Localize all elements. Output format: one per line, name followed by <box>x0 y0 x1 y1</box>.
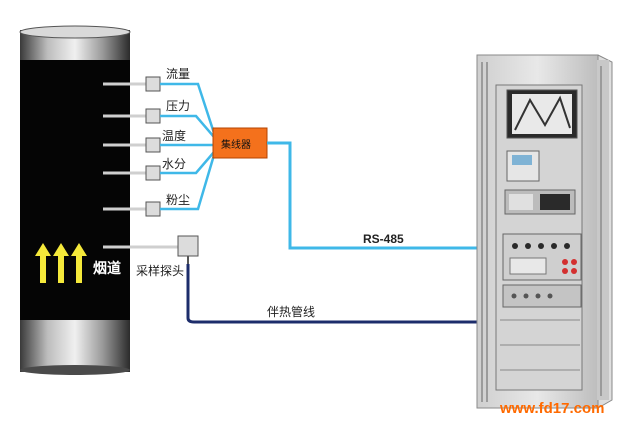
sensor-label-moisture: 水分 <box>162 157 187 171</box>
sensor-heads <box>145 76 161 217</box>
sensor-label-dust: 粉尘 <box>166 193 191 207</box>
rs485-label: RS-485 <box>363 232 404 246</box>
sampling-probe <box>177 235 199 264</box>
analyzer-cabinet <box>476 54 613 409</box>
flow-arrows <box>35 243 87 283</box>
sensor-label-flow: 流量 <box>166 67 191 81</box>
sampling-probe-label: 采样探头 <box>136 264 185 278</box>
heat-pipe-label: 伴热管线 <box>267 305 316 319</box>
up-arrow-icon <box>71 243 87 283</box>
collector-box <box>212 127 268 159</box>
flue-pipe <box>19 25 131 375</box>
up-arrow-icon <box>53 243 69 283</box>
rs485-cable <box>267 141 478 250</box>
sensor-rods <box>103 82 178 249</box>
sensor-label-pressure: 压力 <box>166 99 191 113</box>
watermark-text: www.fd17.com <box>500 400 605 417</box>
flue-label: 烟道 <box>93 261 121 277</box>
sensor-label-temperature: 温度 <box>162 129 187 143</box>
heat-tracing-pipe <box>186 264 478 324</box>
sensor-cables <box>160 82 216 211</box>
collector-label: 集线器 <box>221 140 251 151</box>
up-arrow-icon <box>35 243 51 283</box>
